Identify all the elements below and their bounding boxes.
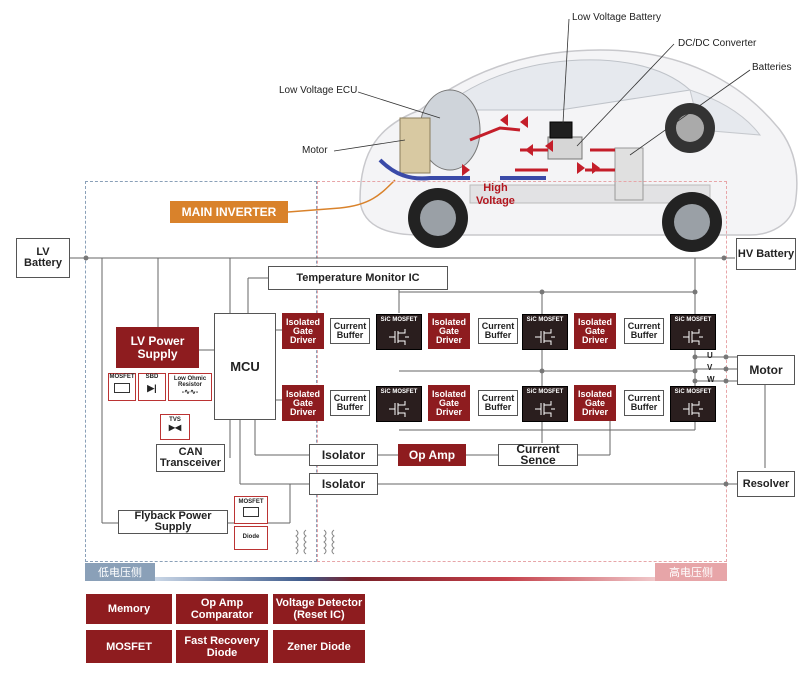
phase-w-label: W (707, 375, 715, 384)
gate-driver-6: Isolated Gate Driver (574, 385, 616, 421)
sbd-component: SBD▶| (138, 373, 166, 401)
lv-battery-block: LV Battery (16, 238, 70, 278)
phase-v-label: V (707, 363, 713, 372)
isolator-block-1: Isolator (309, 444, 378, 466)
current-buffer-2: Current Buffer (478, 318, 518, 344)
high-voltage-zone (317, 181, 727, 562)
legend-fast-recovery-diode: Fast Recovery Diode (176, 630, 268, 663)
current-buffer-1: Current Buffer (330, 318, 370, 344)
flyback-mosfet-component: MOSFET (234, 496, 268, 524)
legend-zener-diode: Zener Diode (273, 630, 365, 663)
can-transceiver-block: CAN Transceiver (156, 444, 225, 472)
motor-block: Motor (737, 355, 795, 385)
low-ohmic-resistor-component: Low Ohmic Resistor-∿∿- (168, 373, 212, 401)
gate-driver-5: Isolated Gate Driver (428, 385, 470, 421)
sic-mosfet-2: SiC MOSFET (522, 314, 568, 350)
op-amp-block: Op Amp (398, 444, 466, 466)
mcu-block: MCU (214, 313, 276, 420)
main-inverter-label: MAIN INVERTER (170, 201, 288, 223)
label-batteries: Batteries (752, 62, 792, 73)
resolver-block: Resolver (737, 471, 795, 497)
current-sense-block: Current Sence (498, 443, 578, 466)
current-buffer-4: Current Buffer (330, 390, 370, 416)
current-buffer-5: Current Buffer (478, 390, 518, 416)
label-dcdc-converter: DC/DC Converter (678, 38, 757, 49)
current-buffer-6: Current Buffer (624, 390, 664, 416)
phase-u-label: U (707, 351, 713, 360)
tvs-component: TVS▶◀ (160, 414, 190, 440)
gate-driver-1: Isolated Gate Driver (282, 313, 324, 349)
label-low-voltage-ecu: Low Voltage ECU (279, 85, 358, 96)
isolator-block-2: Isolator (309, 473, 378, 495)
zone-gradient-bar (155, 577, 655, 581)
mosfet-component: MOSFET (108, 373, 136, 401)
sic-mosfet-4: SiC MOSFET (376, 386, 422, 422)
gate-driver-3: Isolated Gate Driver (574, 313, 616, 349)
sic-mosfet-6: SiC MOSFET (670, 386, 716, 422)
lv-power-supply-block: LV Power Supply (116, 327, 199, 368)
label-high-voltage: High Voltage (476, 182, 515, 207)
label-car-motor: Motor (302, 145, 328, 156)
low-voltage-zone (85, 181, 317, 562)
flyback-power-supply-block: Flyback Power Supply (118, 510, 228, 534)
sic-mosfet-5: SiC MOSFET (522, 386, 568, 422)
high-voltage-zone-label: 高电压侧 (655, 563, 727, 581)
flyback-diode-component: Diode (234, 526, 268, 550)
low-voltage-zone-label: 低电压侧 (85, 563, 155, 581)
gate-driver-2: Isolated Gate Driver (428, 313, 470, 349)
legend-voltage-detector: Voltage Detector (Reset IC) (273, 594, 365, 624)
legend-op-amp-comparator: Op Amp Comparator (176, 594, 268, 624)
sic-mosfet-3: SiC MOSFET (670, 314, 716, 350)
hv-battery-block: HV Battery (736, 238, 796, 270)
temperature-monitor-block: Temperature Monitor IC (268, 266, 448, 290)
gate-driver-4: Isolated Gate Driver (282, 385, 324, 421)
current-buffer-3: Current Buffer (624, 318, 664, 344)
car-illustration (287, 18, 798, 252)
label-low-voltage-battery: Low Voltage Battery (572, 12, 661, 23)
legend-mosfet: MOSFET (86, 630, 172, 663)
legend-memory: Memory (86, 594, 172, 624)
sic-mosfet-1: SiC MOSFET (376, 314, 422, 350)
